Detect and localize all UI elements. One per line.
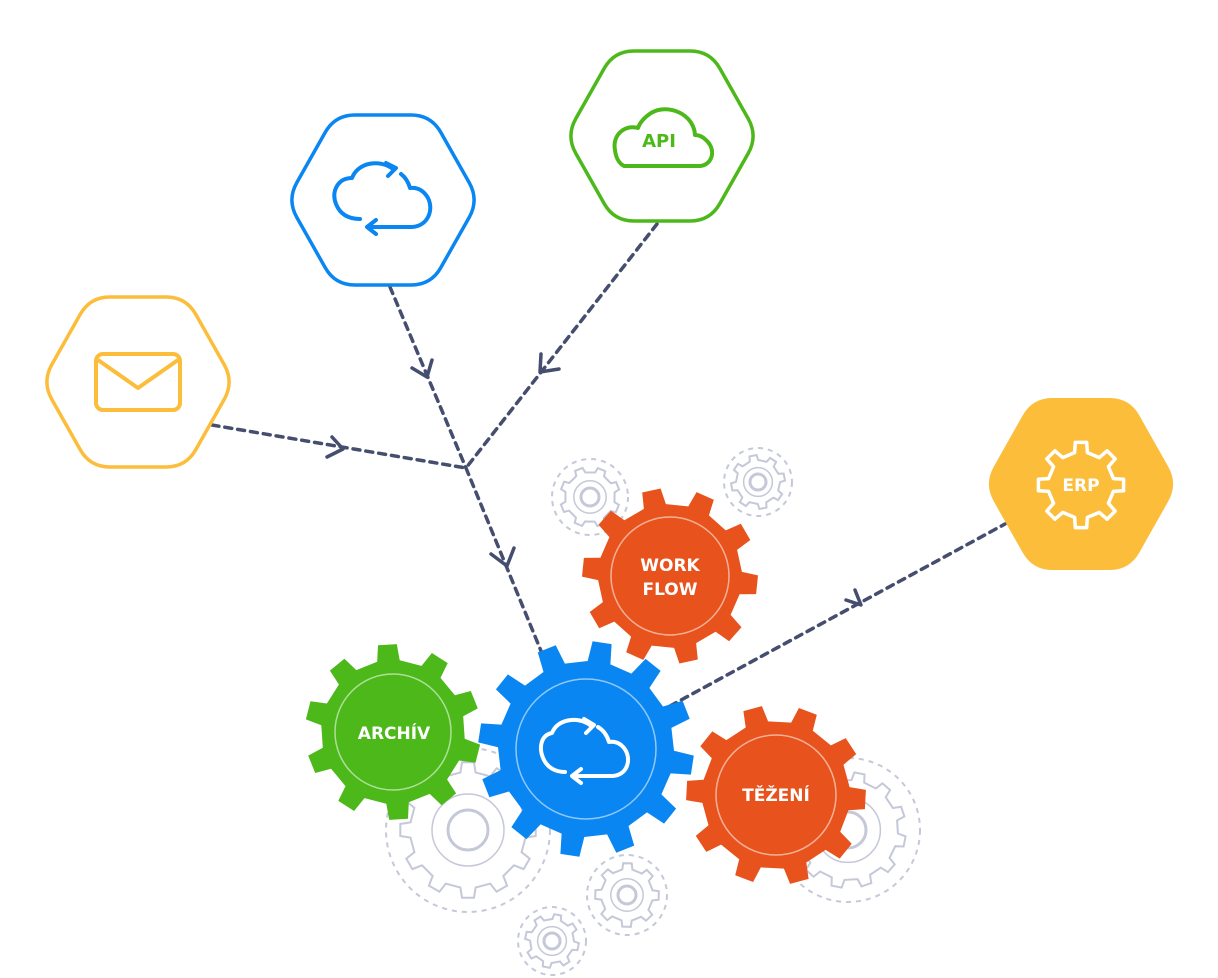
archive-label: ARCHÍV — [358, 722, 431, 744]
background-gear — [517, 906, 587, 976]
connectors — [210, 222, 1007, 708]
arrowhead-merge — [489, 546, 516, 568]
workflow-gear: WORK FLOW — [582, 488, 758, 664]
gear-icon — [1036, 440, 1126, 530]
connector-api — [464, 222, 659, 470]
api-label: API — [642, 131, 676, 152]
arrowhead-email — [325, 435, 345, 459]
mining-gear: TĚŽENÍ — [686, 706, 866, 884]
api-node: API — [569, 49, 755, 223]
core-gear — [478, 641, 694, 857]
cloud-sync-icon — [332, 161, 433, 236]
background-gear — [723, 447, 793, 517]
cloud-sync-hexagon — [290, 113, 476, 287]
erp-hexagon — [988, 398, 1174, 570]
workflow-gear-body — [582, 488, 758, 664]
cloud-sync-node — [290, 113, 476, 287]
cloud-icon — [612, 107, 715, 168]
connector-erp — [668, 522, 1007, 708]
email-hexagon — [45, 295, 231, 469]
erp-node: ERP — [988, 398, 1174, 570]
arrowhead-api — [538, 352, 561, 374]
archive-gear-body — [305, 644, 481, 820]
email-node — [45, 295, 231, 469]
archive-gear: ARCHÍV — [305, 644, 481, 820]
connector-merge — [464, 466, 550, 670]
mining-label: TĚŽENÍ — [742, 784, 810, 806]
workflow-label-line2: FLOW — [642, 580, 697, 600]
api-hexagon — [569, 49, 755, 223]
erp-label: ERP — [1062, 476, 1099, 496]
workflow-label-line1: WORK — [640, 556, 700, 576]
background-gear — [586, 854, 668, 936]
arrowhead-cloud — [410, 358, 434, 379]
envelope-icon — [94, 352, 182, 412]
mining-gear-body — [686, 706, 866, 884]
arrowhead-erp — [844, 588, 863, 607]
arrowheads — [325, 352, 863, 607]
cloud-sync-icon — [538, 717, 630, 785]
core-gear-body — [478, 641, 694, 857]
